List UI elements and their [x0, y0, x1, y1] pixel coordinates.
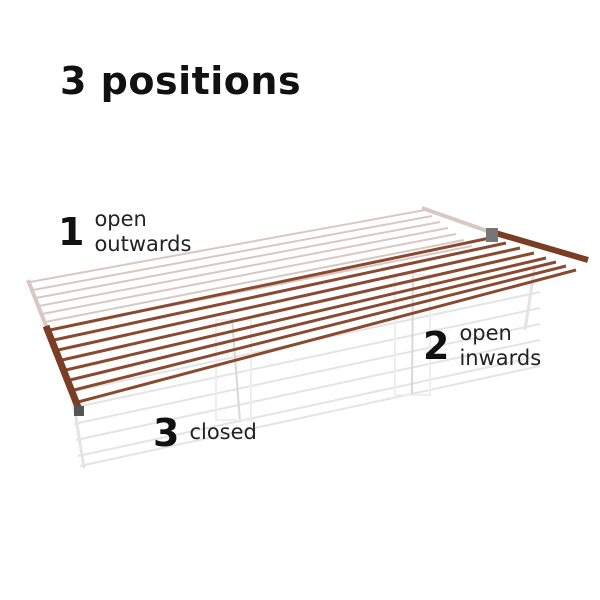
position-2-text: open inwards [459, 321, 541, 371]
position-2-label: 2 open inwards [423, 321, 541, 371]
rack-closed-ghost [68, 264, 541, 469]
position-1-line2: outwards [94, 232, 192, 257]
position-1-number: 1 [58, 210, 85, 255]
rack-inwards-main [42, 228, 589, 416]
position-1-label: 1 open outwards [58, 207, 191, 257]
position-1-text: open outwards [94, 207, 191, 257]
position-3-line1: closed [189, 420, 257, 445]
rack-brackets [215, 269, 431, 423]
position-2-number: 2 [423, 324, 450, 369]
position-2-line1: open [459, 321, 512, 345]
page-title: 3 positions [60, 59, 302, 103]
position-2-line2: inwards [459, 346, 542, 371]
position-3-number: 3 [153, 411, 180, 455]
position-3-label: 3 closed [153, 414, 257, 452]
position-1-line1: open [94, 207, 147, 231]
position-3-text: closed [189, 420, 256, 445]
